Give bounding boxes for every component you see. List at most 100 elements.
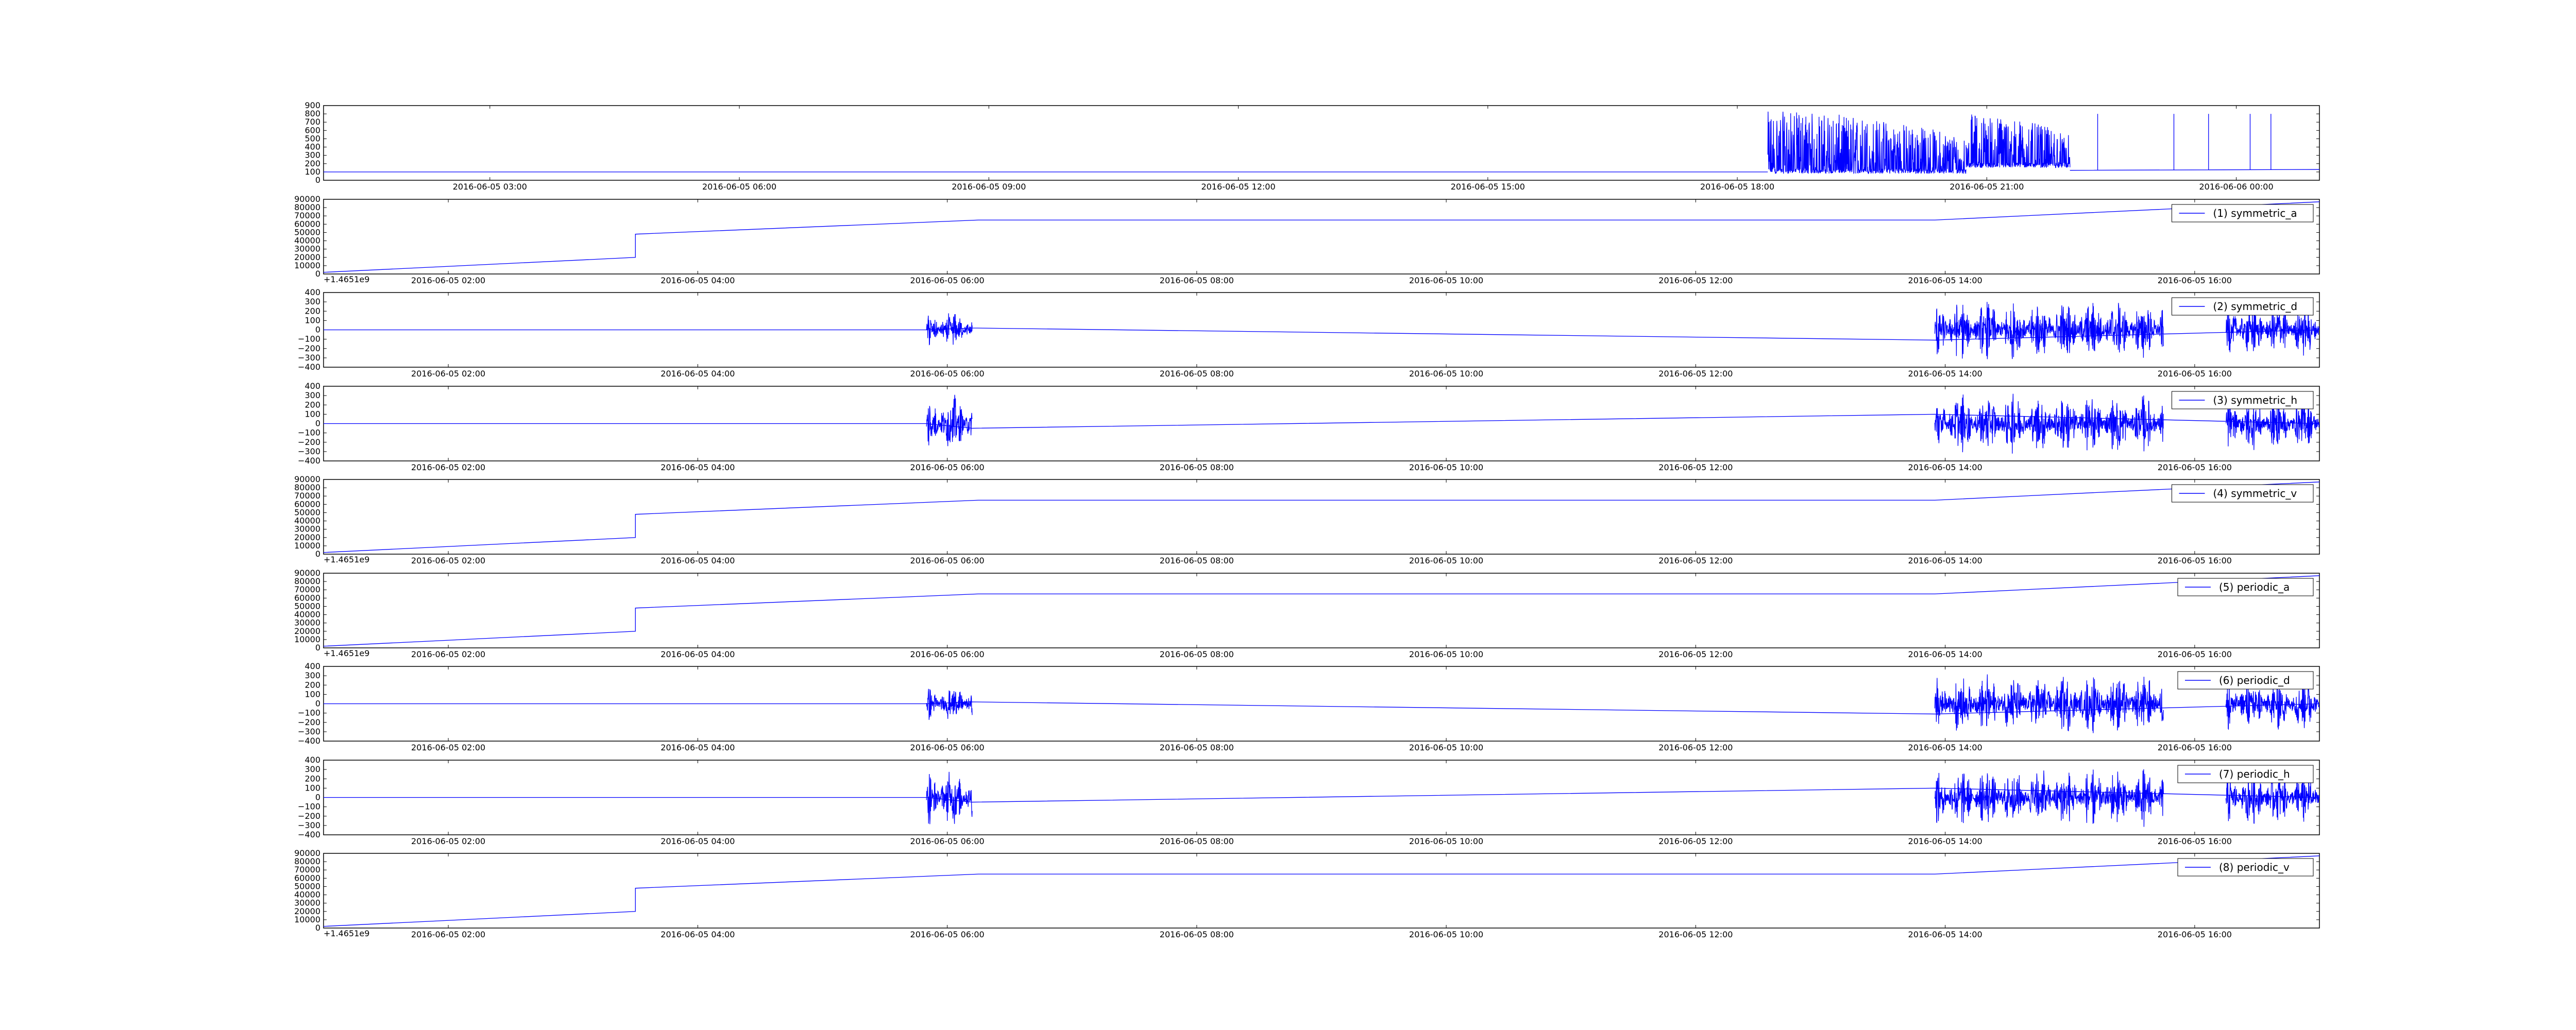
y-tick-label: 200 [304,159,320,168]
y-tick-label: 60000 [294,499,320,509]
y-tick-label: −300 [298,820,320,830]
y-tick-label: 200 [304,306,320,316]
y-tick-label: 10000 [294,915,320,924]
x-tick-label: 2016-06-05 12:00 [1658,930,1733,939]
x-tick-label: 2016-06-05 12:00 [1658,462,1733,472]
y-tick-label: 20000 [294,626,320,636]
x-tick-label: 2016-06-05 12:00 [1201,182,1275,192]
y-tick-label: 50000 [294,881,320,891]
series-line [324,482,2319,553]
y-tick-label: −400 [298,830,320,839]
y-tick-label: 40000 [294,610,320,620]
x-tick-label: 2016-06-05 10:00 [1409,836,1483,846]
y-tick-label: −400 [298,736,320,746]
x-tick-label: 2016-06-05 12:00 [1658,649,1733,659]
series-line [324,674,2319,733]
y-tick-label: −200 [298,717,320,727]
x-tick-label: 2016-06-05 04:00 [660,556,735,565]
x-tick-label: 2016-06-05 08:00 [1160,369,1234,379]
x-tick-label: 2016-06-05 02:00 [411,649,485,659]
y-tick-label: 200 [304,400,320,409]
x-tick-label: 2016-06-05 16:00 [2158,836,2232,846]
x-tick-label: 2016-06-05 02:00 [411,556,485,565]
y-tick-label: −200 [298,344,320,353]
x-tick-label: 2016-06-05 02:00 [411,369,485,379]
y-tick-label: 60000 [294,219,320,229]
y-tick-label: 30000 [294,898,320,908]
y-tick-label: 100 [304,783,320,793]
x-tick-label: 2016-06-05 04:00 [660,369,735,379]
x-tick-label: 2016-06-05 02:00 [411,836,485,846]
x-tick-label: 2016-06-05 06:00 [910,930,985,939]
y-tick-label: 0 [315,549,320,559]
x-tick-label: 2016-06-05 10:00 [1409,930,1483,939]
y-tick-label: 100 [304,409,320,419]
y-tick-label: 0 [315,699,320,709]
panel-2: −400−300−200−10001002003004002016-06-05 … [298,287,2320,379]
y-tick-label: 70000 [294,211,320,220]
x-tick-label: 2016-06-05 16:00 [2158,649,2232,659]
legend-label: (7) periodic_h [2219,768,2290,780]
x-tick-label: 2016-06-05 08:00 [1160,276,1234,285]
y-tick-label: 80000 [294,856,320,866]
y-tick-label: 800 [304,109,320,118]
x-offset-label: +1.4651e9 [324,929,369,938]
legend-label: (1) symmetric_a [2213,207,2297,219]
y-tick-label: 90000 [294,848,320,858]
y-tick-label: 400 [304,755,320,765]
x-tick-label: 2016-06-05 02:00 [411,930,485,939]
y-tick-label: 700 [304,117,320,127]
y-tick-label: 100 [304,167,320,177]
y-tick-label: 0 [315,923,320,933]
legend-label: (6) periodic_d [2219,674,2290,686]
x-tick-label: 2016-06-05 14:00 [1908,743,1982,752]
x-tick-label: 2016-06-05 04:00 [660,276,735,285]
x-tick-label: 2016-06-05 12:00 [1658,743,1733,752]
x-tick-label: 2016-06-05 15:00 [1451,182,1525,192]
y-tick-label: −100 [298,802,320,812]
y-tick-label: 100 [304,689,320,699]
x-tick-label: 2016-06-05 12:00 [1658,836,1733,846]
x-tick-label: 2016-06-05 04:00 [660,836,735,846]
panel-1: 0100002000030000400005000060000700008000… [294,194,2320,285]
y-tick-label: 900 [304,100,320,110]
axes-frame [323,199,2320,274]
y-tick-label: 300 [304,150,320,160]
x-tick-label: 2016-06-05 16:00 [2158,930,2232,939]
panel-6: −400−300−200−10001002003004002016-06-05 … [298,661,2320,752]
y-tick-label: 10000 [294,261,320,270]
x-tick-label: 2016-06-05 16:00 [2158,462,2232,472]
x-tick-label: 2016-06-05 06:00 [702,182,776,192]
x-tick-label: 2016-06-05 10:00 [1409,556,1483,565]
y-tick-label: 400 [304,142,320,152]
y-tick-label: 80000 [294,202,320,212]
x-tick-label: 2016-06-05 10:00 [1409,276,1483,285]
y-tick-label: 200 [304,680,320,690]
y-tick-label: 400 [304,661,320,671]
y-tick-label: 300 [304,764,320,774]
panel-3: −400−300−200−10001002003004002016-06-05 … [298,381,2320,472]
legend-label: (8) periodic_v [2219,861,2290,873]
x-tick-label: 2016-06-05 08:00 [1160,930,1234,939]
y-tick-label: 0 [315,793,320,802]
y-tick-label: 30000 [294,618,320,628]
axes-frame [323,105,2320,181]
panel-8: 0100002000030000400005000060000700008000… [294,848,2320,939]
y-tick-label: 70000 [294,865,320,874]
series-line [324,393,2319,454]
x-tick-label: 2016-06-05 08:00 [1160,836,1234,846]
y-tick-label: −200 [298,811,320,821]
y-tick-label: 20000 [294,906,320,916]
y-tick-label: 0 [315,643,320,653]
x-tick-label: 2016-06-05 14:00 [1908,649,1982,659]
y-tick-label: 30000 [294,524,320,534]
y-tick-label: 80000 [294,483,320,492]
x-tick-label: 2016-06-05 06:00 [910,276,985,285]
y-tick-label: 60000 [294,873,320,883]
y-tick-label: 40000 [294,890,320,900]
y-tick-label: 40000 [294,236,320,246]
x-tick-label: 2016-06-05 02:00 [411,462,485,472]
x-tick-label: 2016-06-05 14:00 [1908,836,1982,846]
legend-label: (4) symmetric_v [2213,487,2297,500]
y-tick-label: 300 [304,671,320,680]
